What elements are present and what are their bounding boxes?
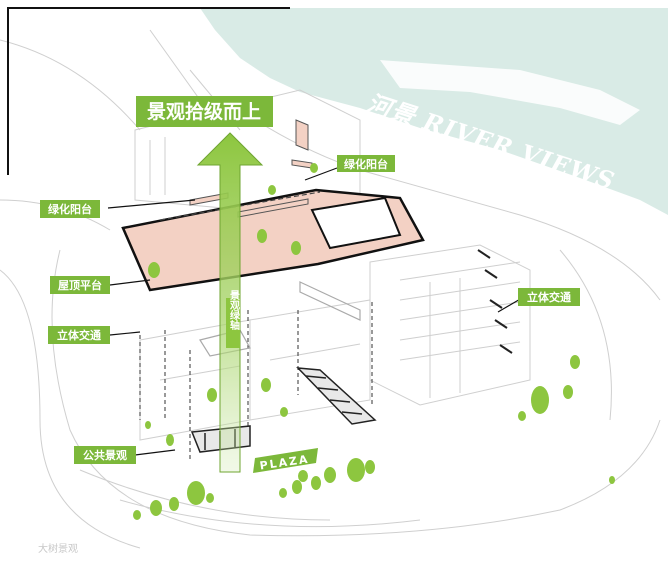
label-bg-green-axis (226, 298, 240, 348)
label-vertical-traffic-right: 立体交通 (527, 290, 571, 304)
dashed-columns (139, 302, 373, 460)
right-block-steps (477, 249, 513, 354)
label-bg-green-balcony-right (337, 155, 395, 172)
right-block (369, 244, 531, 406)
stair-right (296, 367, 377, 425)
label-bg-green-balcony-left (40, 200, 100, 218)
label-green-balcony-right: 绿化阳台 (344, 157, 388, 171)
balcony-strips (189, 119, 313, 218)
title-banner (136, 96, 273, 127)
label-green-balcony-left: 绿化阳台 (48, 202, 92, 216)
frame-corner (7, 7, 290, 175)
label-green-axis: 景观绿轴 (228, 290, 240, 331)
label-vertical-traffic-left: 立体交通 (57, 328, 101, 342)
river-water (200, 8, 668, 215)
label-bg-vertical-traffic-right (518, 288, 580, 306)
label-public-landscape: 公共景观 (83, 448, 127, 462)
trees (133, 163, 615, 520)
watermark-text: 大树景观 (38, 542, 78, 555)
roof-court (310, 196, 402, 250)
label-bg-vertical-traffic-left (48, 326, 110, 344)
label-bg-public-landscape (74, 446, 136, 464)
river-inlet (380, 60, 640, 125)
plaza-label: PLAZA (259, 453, 310, 473)
label-bg-roof-terrace (50, 276, 110, 294)
label-roof-terrace: 屋顶平台 (58, 278, 102, 292)
leader-lines (107, 167, 523, 456)
plaza-banner (253, 448, 318, 473)
site-lines (0, 29, 661, 549)
title-text: 景观拾级而上 (147, 100, 261, 123)
lower-blocks (139, 299, 371, 441)
